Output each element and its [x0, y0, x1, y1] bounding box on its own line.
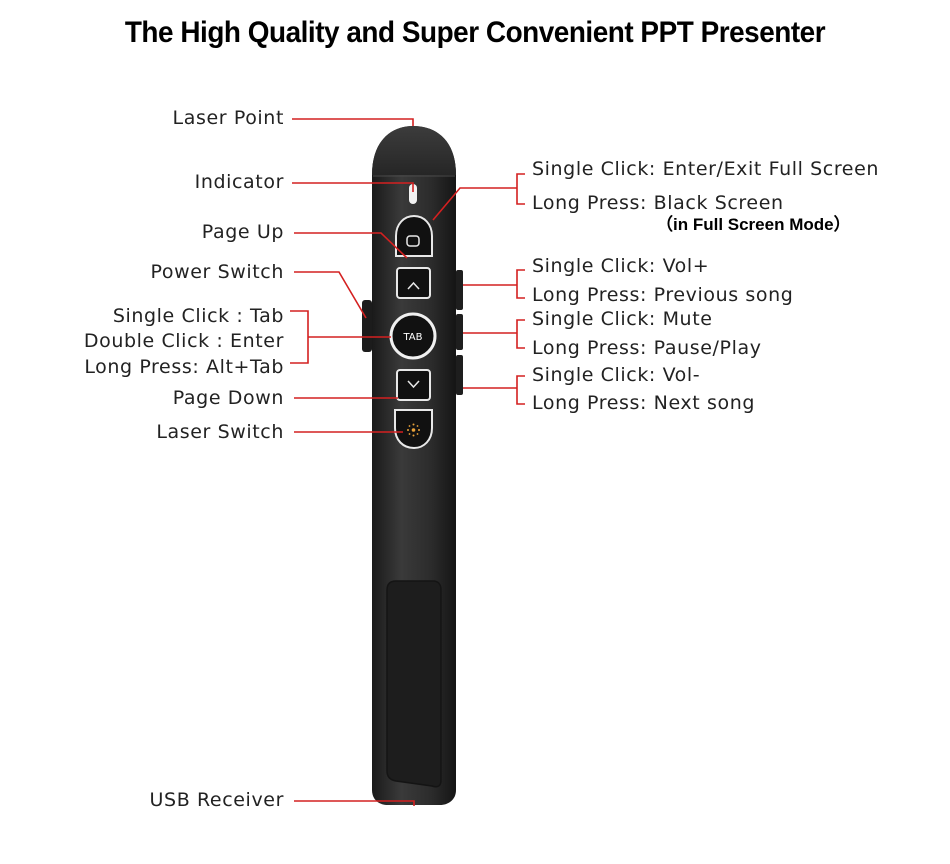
page-down-button[interactable] — [396, 369, 431, 401]
leader-volume-down-bracket — [516, 375, 525, 405]
leader-indicator — [292, 182, 414, 192]
label-mute-long: Long Press: Pause/Play — [532, 337, 762, 359]
indicator-light — [409, 184, 417, 204]
label-tab-single: Single Click : Tab — [112, 305, 284, 327]
leader-laser-point — [292, 118, 414, 126]
label-laser-switch: Laser Switch — [156, 421, 284, 443]
label-laser-point: Laser Point — [172, 107, 284, 129]
label-fullscreen-single: Single Click: Enter/Exit Full Screen — [532, 158, 880, 180]
leader-usb-receiver — [294, 800, 415, 806]
leader-mute-bracket — [516, 319, 525, 349]
leader-lines — [290, 118, 525, 806]
label-usb-receiver: USB Receiver — [149, 789, 284, 811]
tab-button-label: TAB — [402, 332, 422, 343]
power-switch[interactable] — [362, 300, 372, 352]
mute-key[interactable] — [456, 314, 463, 350]
chevron-down-icon — [407, 380, 420, 389]
label-page-up: Page Up — [201, 221, 284, 243]
label-volume-up-single: Single Click: Vol+ — [532, 255, 710, 277]
label-fullscreen-long: Long Press: Black Screen — [532, 192, 784, 214]
label-mute-single: Single Click: Mute — [532, 308, 713, 330]
label-power-switch: Power Switch — [150, 261, 284, 283]
tab-button[interactable] — [389, 312, 437, 360]
label-volume-down-long: Long Press: Next song — [532, 392, 755, 414]
volume-down-key[interactable] — [456, 355, 463, 395]
screen-icon — [406, 235, 420, 247]
presenter-tip — [372, 126, 456, 175]
leader-fullscreen — [432, 187, 517, 221]
usb-receiver-slot — [386, 580, 442, 788]
label-fullscreen-note: （in Full Screen Mode） — [656, 215, 851, 234]
label-indicator: Indicator — [194, 171, 284, 193]
leader-fullscreen-bracket — [516, 173, 525, 205]
leader-power-switch — [294, 271, 367, 319]
label-page-down: Page Down — [172, 387, 284, 409]
volume-up-key[interactable] — [456, 270, 463, 310]
laser-burst-icon — [407, 423, 420, 437]
leader-volume-up-bracket — [516, 269, 525, 299]
label-volume-down-single: Single Click: Vol- — [532, 364, 701, 386]
leader-tab-bracket — [290, 310, 309, 364]
chevron-up-icon — [407, 281, 420, 290]
label-tab-double: Double Click : Enter — [83, 330, 284, 352]
leader-page-up — [294, 232, 408, 259]
label-volume-up-long: Long Press: Previous song — [532, 284, 794, 306]
page-title: The High Quality and Super Convenient PP… — [124, 16, 826, 49]
label-tab-long: Long Press: Alt+Tab — [84, 356, 284, 378]
